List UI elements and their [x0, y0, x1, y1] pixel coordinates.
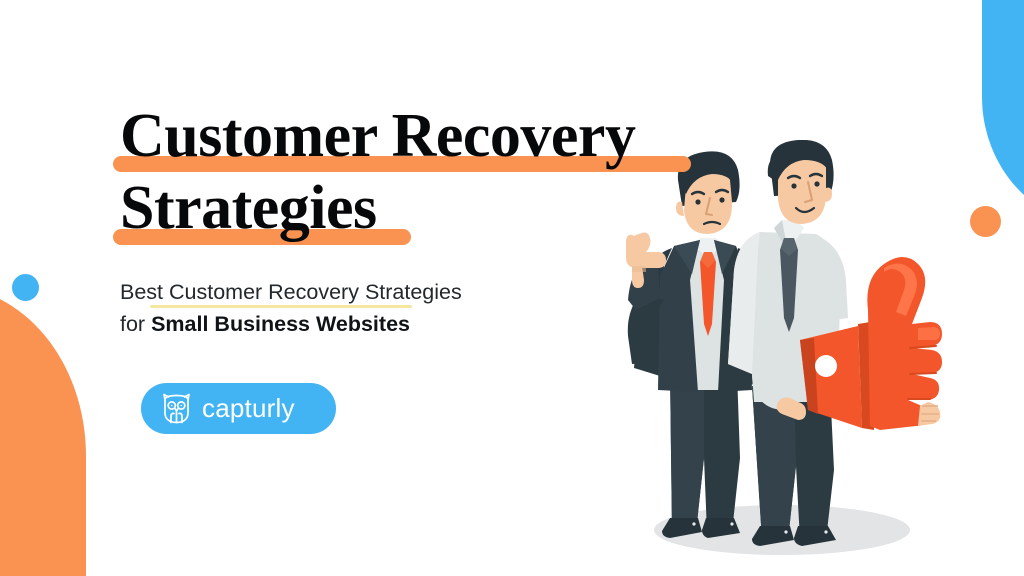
subtitle: Best Customer Recovery Strategies for Sm… — [120, 276, 590, 340]
subtitle-line-2-prefix: for — [120, 312, 152, 336]
headline-highlight-bar-2 — [113, 229, 411, 245]
headline-highlight-bar-1 — [113, 156, 691, 172]
capturly-logo[interactable]: capturly — [141, 383, 336, 434]
subtitle-line-1-text: Best Customer Recovery Strategies — [120, 280, 462, 304]
subtitle-line-2: for Small Business Websites — [120, 308, 590, 340]
blue-corner-shape-top-right — [982, 0, 1024, 226]
subtitle-underline — [150, 305, 412, 308]
orange-dot — [970, 206, 1001, 237]
headline-line-1-text: Customer Recovery — [120, 102, 636, 170]
subtitle-line-2-strong: Small Business Websites — [151, 312, 410, 336]
logo-wordmark: capturly — [202, 392, 295, 423]
headline-line-2: Strategies — [113, 172, 733, 245]
blue-dot — [12, 274, 39, 301]
owl-icon — [162, 393, 191, 424]
subtitle-line-1: Best Customer Recovery Strategies — [120, 276, 590, 308]
two-businessmen-thumbs-illustration — [612, 140, 942, 560]
headline-line-1: Customer Recovery — [113, 100, 733, 172]
headline-line-2-text: Strategies — [120, 174, 377, 242]
orange-corner-shape-bottom-left — [0, 286, 86, 576]
page-title: Customer Recovery Strategies — [113, 100, 733, 245]
